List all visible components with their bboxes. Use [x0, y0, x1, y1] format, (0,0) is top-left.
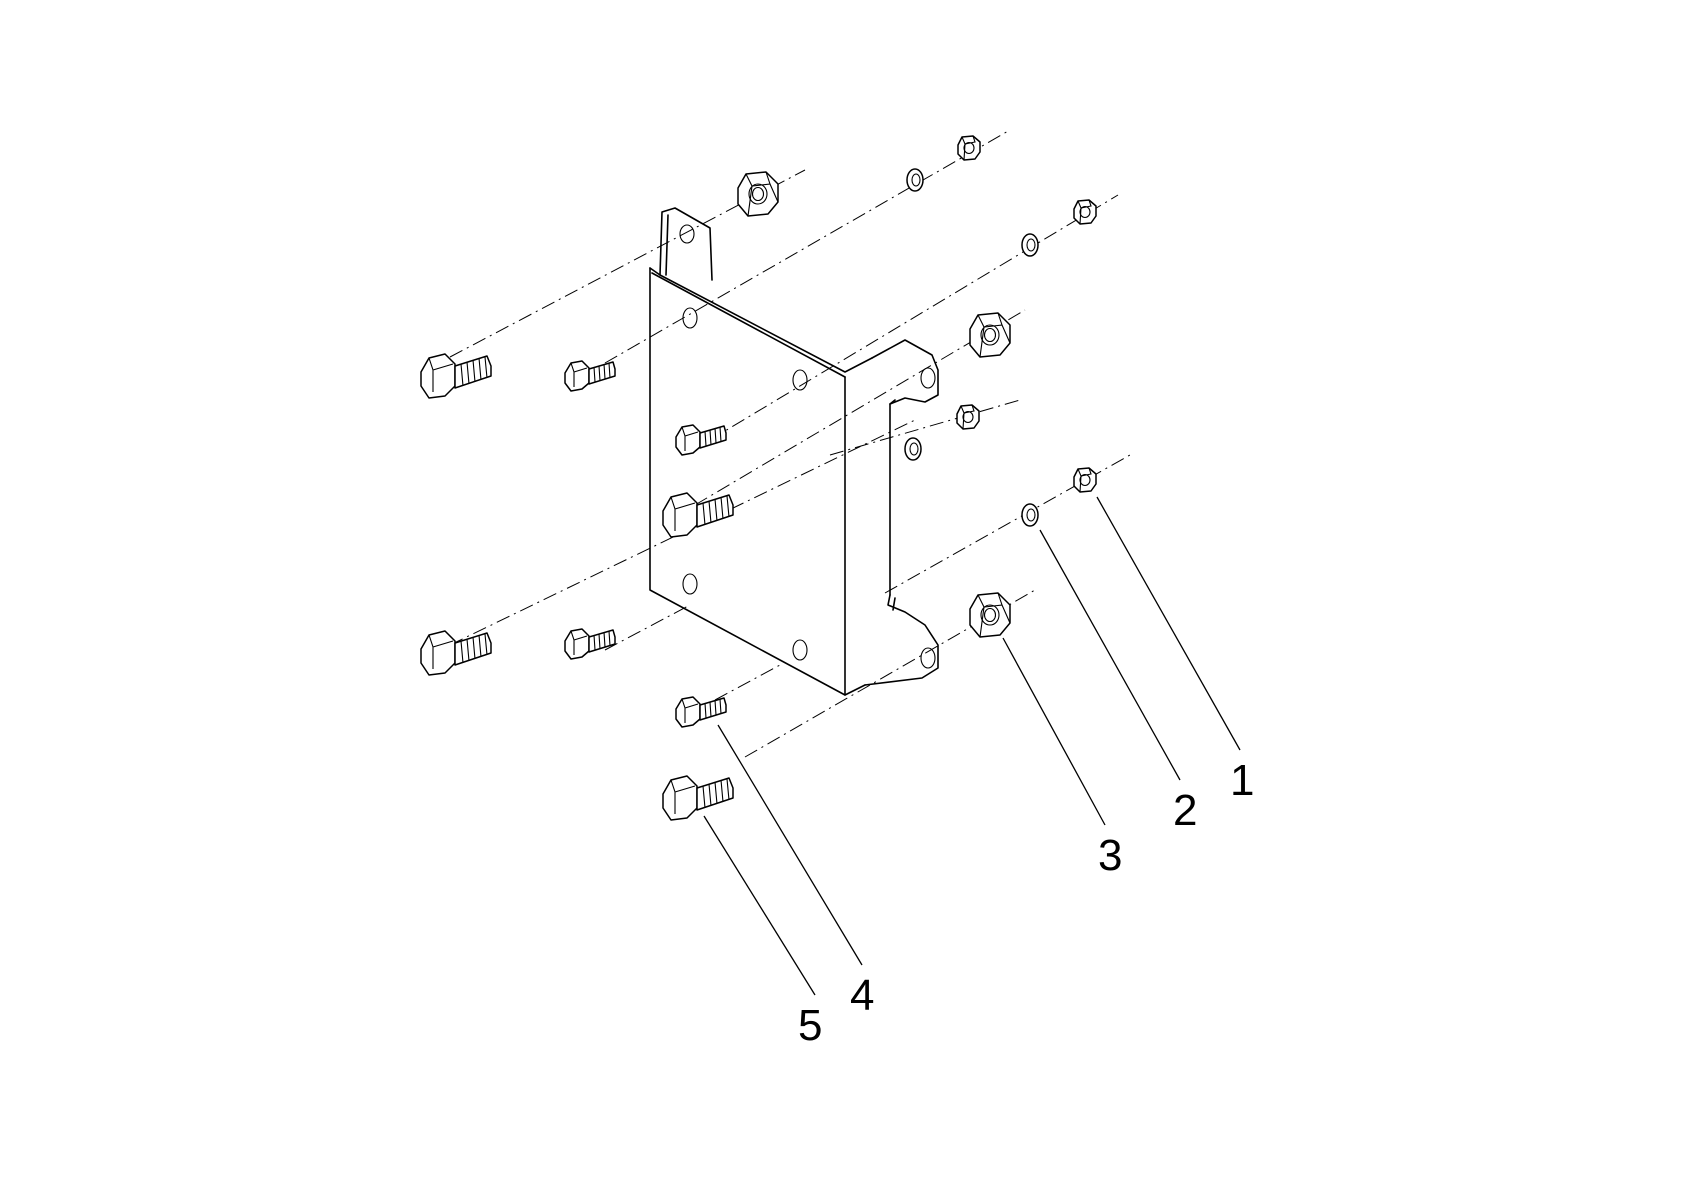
bolt-large-center	[662, 492, 734, 538]
nut-small-1	[957, 135, 981, 161]
leader-2	[1039, 529, 1181, 781]
callout-3: 3	[1098, 831, 1122, 880]
nut-small-2	[1073, 199, 1097, 225]
callout-numbers: 1 2 3 4 5	[798, 756, 1254, 1050]
callout-2: 2	[1173, 786, 1197, 835]
leader-5	[703, 815, 816, 996]
washer-3	[904, 437, 922, 461]
nut-small-4	[1073, 467, 1097, 493]
bolt-large-lower-left	[420, 630, 492, 676]
nut-small-3	[956, 404, 980, 430]
nut-large-top	[737, 171, 779, 217]
leader-4	[717, 724, 863, 966]
bolt-small-2	[564, 628, 616, 660]
bolt-large-bottom	[662, 775, 734, 821]
mounting-bracket	[649, 207, 939, 696]
washer-2	[1021, 233, 1039, 257]
nut-large-bottom	[969, 592, 1011, 638]
bolt-small-4	[675, 696, 727, 728]
nut-large-mid	[969, 312, 1011, 358]
bolt-small-3	[675, 424, 727, 456]
hardware	[420, 135, 1097, 821]
leader-1	[1096, 496, 1241, 751]
bolt-small-1	[564, 360, 616, 392]
leader-3	[1002, 637, 1106, 826]
centre-lines	[449, 129, 1131, 758]
callout-4: 4	[850, 971, 874, 1020]
callout-5: 5	[798, 1001, 822, 1050]
leader-lines	[703, 496, 1241, 996]
bolt-large-upper-left	[420, 353, 492, 399]
callout-1: 1	[1230, 756, 1254, 805]
washer-4	[1021, 503, 1039, 527]
washer-1	[906, 168, 924, 192]
